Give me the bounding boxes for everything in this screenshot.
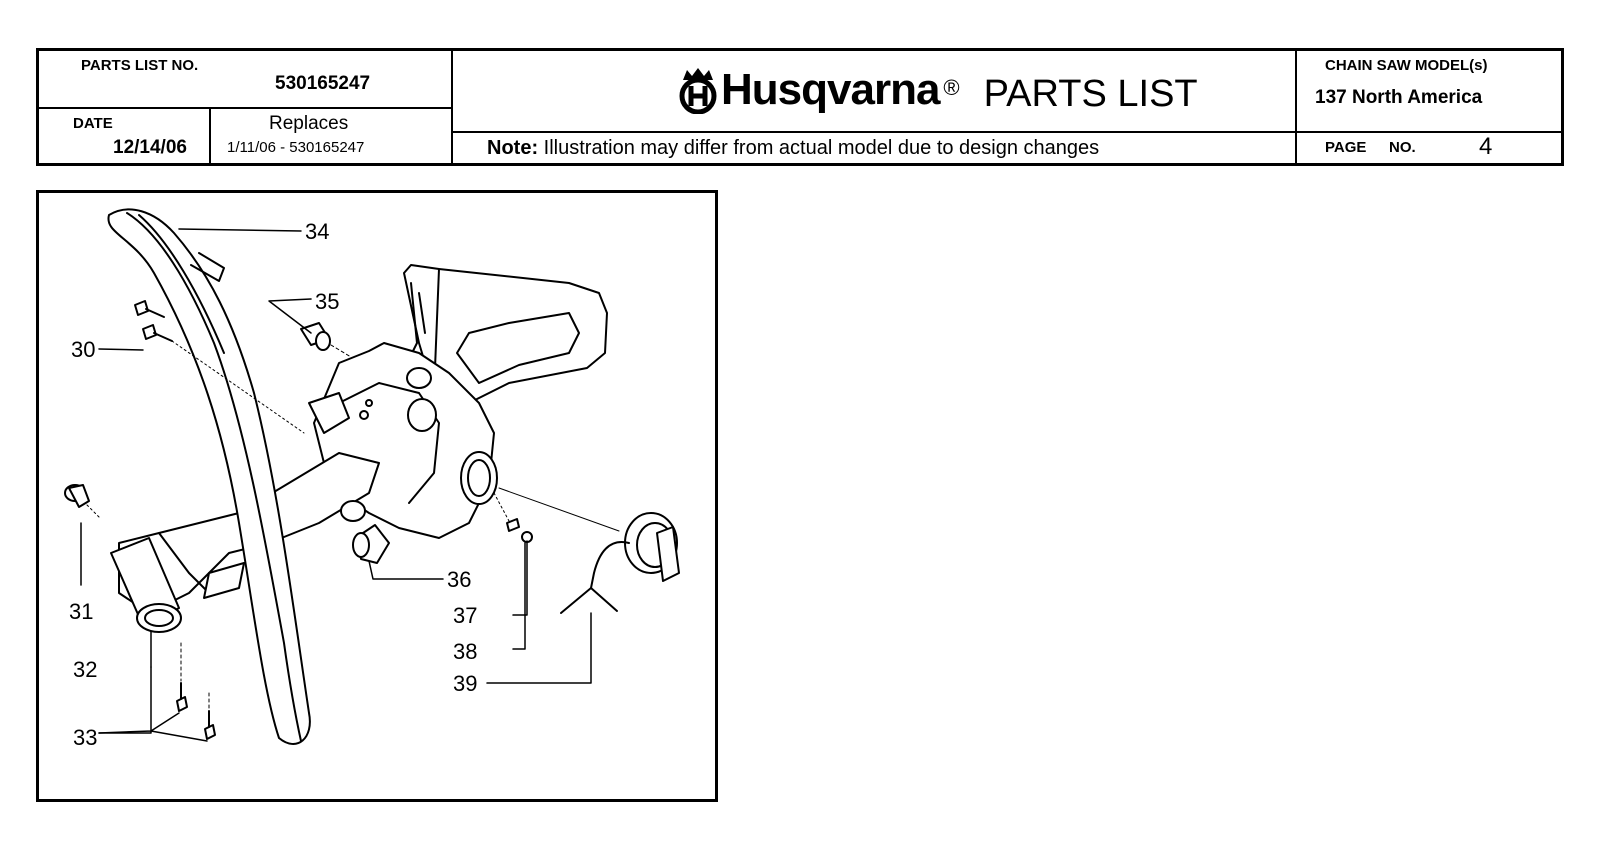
parts-list-header: PARTS LIST NO. 530165247 DATE 12/14/06 R… xyxy=(36,48,1564,166)
parts-list-number: 530165247 xyxy=(275,73,371,94)
note-label: Note: xyxy=(487,137,539,159)
husqvarna-crown-icon xyxy=(679,68,717,114)
callout-35: 35 xyxy=(315,289,339,314)
date-value: 12/14/06 xyxy=(113,137,187,158)
front-handle xyxy=(107,208,311,745)
part-35 xyxy=(300,322,352,358)
page-no-label: NO. xyxy=(1389,139,1416,156)
model-value: 137 North America xyxy=(1315,87,1483,108)
model-label: CHAIN SAW MODEL(s) xyxy=(1325,57,1488,74)
replaces-value: 1/11/06 - 530165247 xyxy=(227,139,365,156)
part-31 xyxy=(64,484,100,518)
callout-39: 39 xyxy=(453,671,477,696)
callout-30: 30 xyxy=(71,337,95,362)
parts-list-label: PARTS LIST NO. xyxy=(81,57,199,74)
design-change-note: Note: Illustration may differ from actua… xyxy=(487,137,1099,160)
registered-mark: ® xyxy=(943,75,960,100)
part-36 xyxy=(352,524,390,564)
diagram-drawing: 34 35 30 31 32 33 36 37 38 39 xyxy=(64,208,680,750)
callout-32: 32 xyxy=(73,657,97,682)
divider xyxy=(451,51,453,163)
page-title: PARTS LIST xyxy=(983,72,1198,115)
bolts-30 xyxy=(134,300,305,434)
divider xyxy=(39,107,451,109)
brand-name: Husqvarna xyxy=(721,65,940,114)
callout-36: 36 xyxy=(447,567,471,592)
callout-labels: 34 35 30 31 32 33 36 37 38 39 xyxy=(69,219,477,750)
leader-lines xyxy=(80,228,592,742)
page-label: PAGE xyxy=(1325,139,1367,156)
screws-33 xyxy=(176,642,216,740)
callout-37: 37 xyxy=(453,603,477,628)
note-text: Illustration may differ from actual mode… xyxy=(543,137,1100,159)
page-number: 4 xyxy=(1479,133,1493,160)
husqvarna-logo: Husqvarna ® PARTS LIST xyxy=(675,65,1198,115)
divider xyxy=(1295,51,1297,163)
date-label: DATE xyxy=(73,115,113,132)
divider xyxy=(209,109,211,163)
callout-31: 31 xyxy=(69,599,93,624)
cap-with-strap-39 xyxy=(498,487,680,614)
callout-33: 33 xyxy=(73,725,97,750)
parts-37-38 xyxy=(493,492,533,543)
callout-34: 34 xyxy=(305,219,329,244)
callout-38: 38 xyxy=(453,639,477,664)
divider xyxy=(451,131,1561,133)
exploded-parts-diagram: 34 35 30 31 32 33 36 37 38 39 xyxy=(36,190,718,802)
replaces-label: Replaces xyxy=(269,113,349,134)
